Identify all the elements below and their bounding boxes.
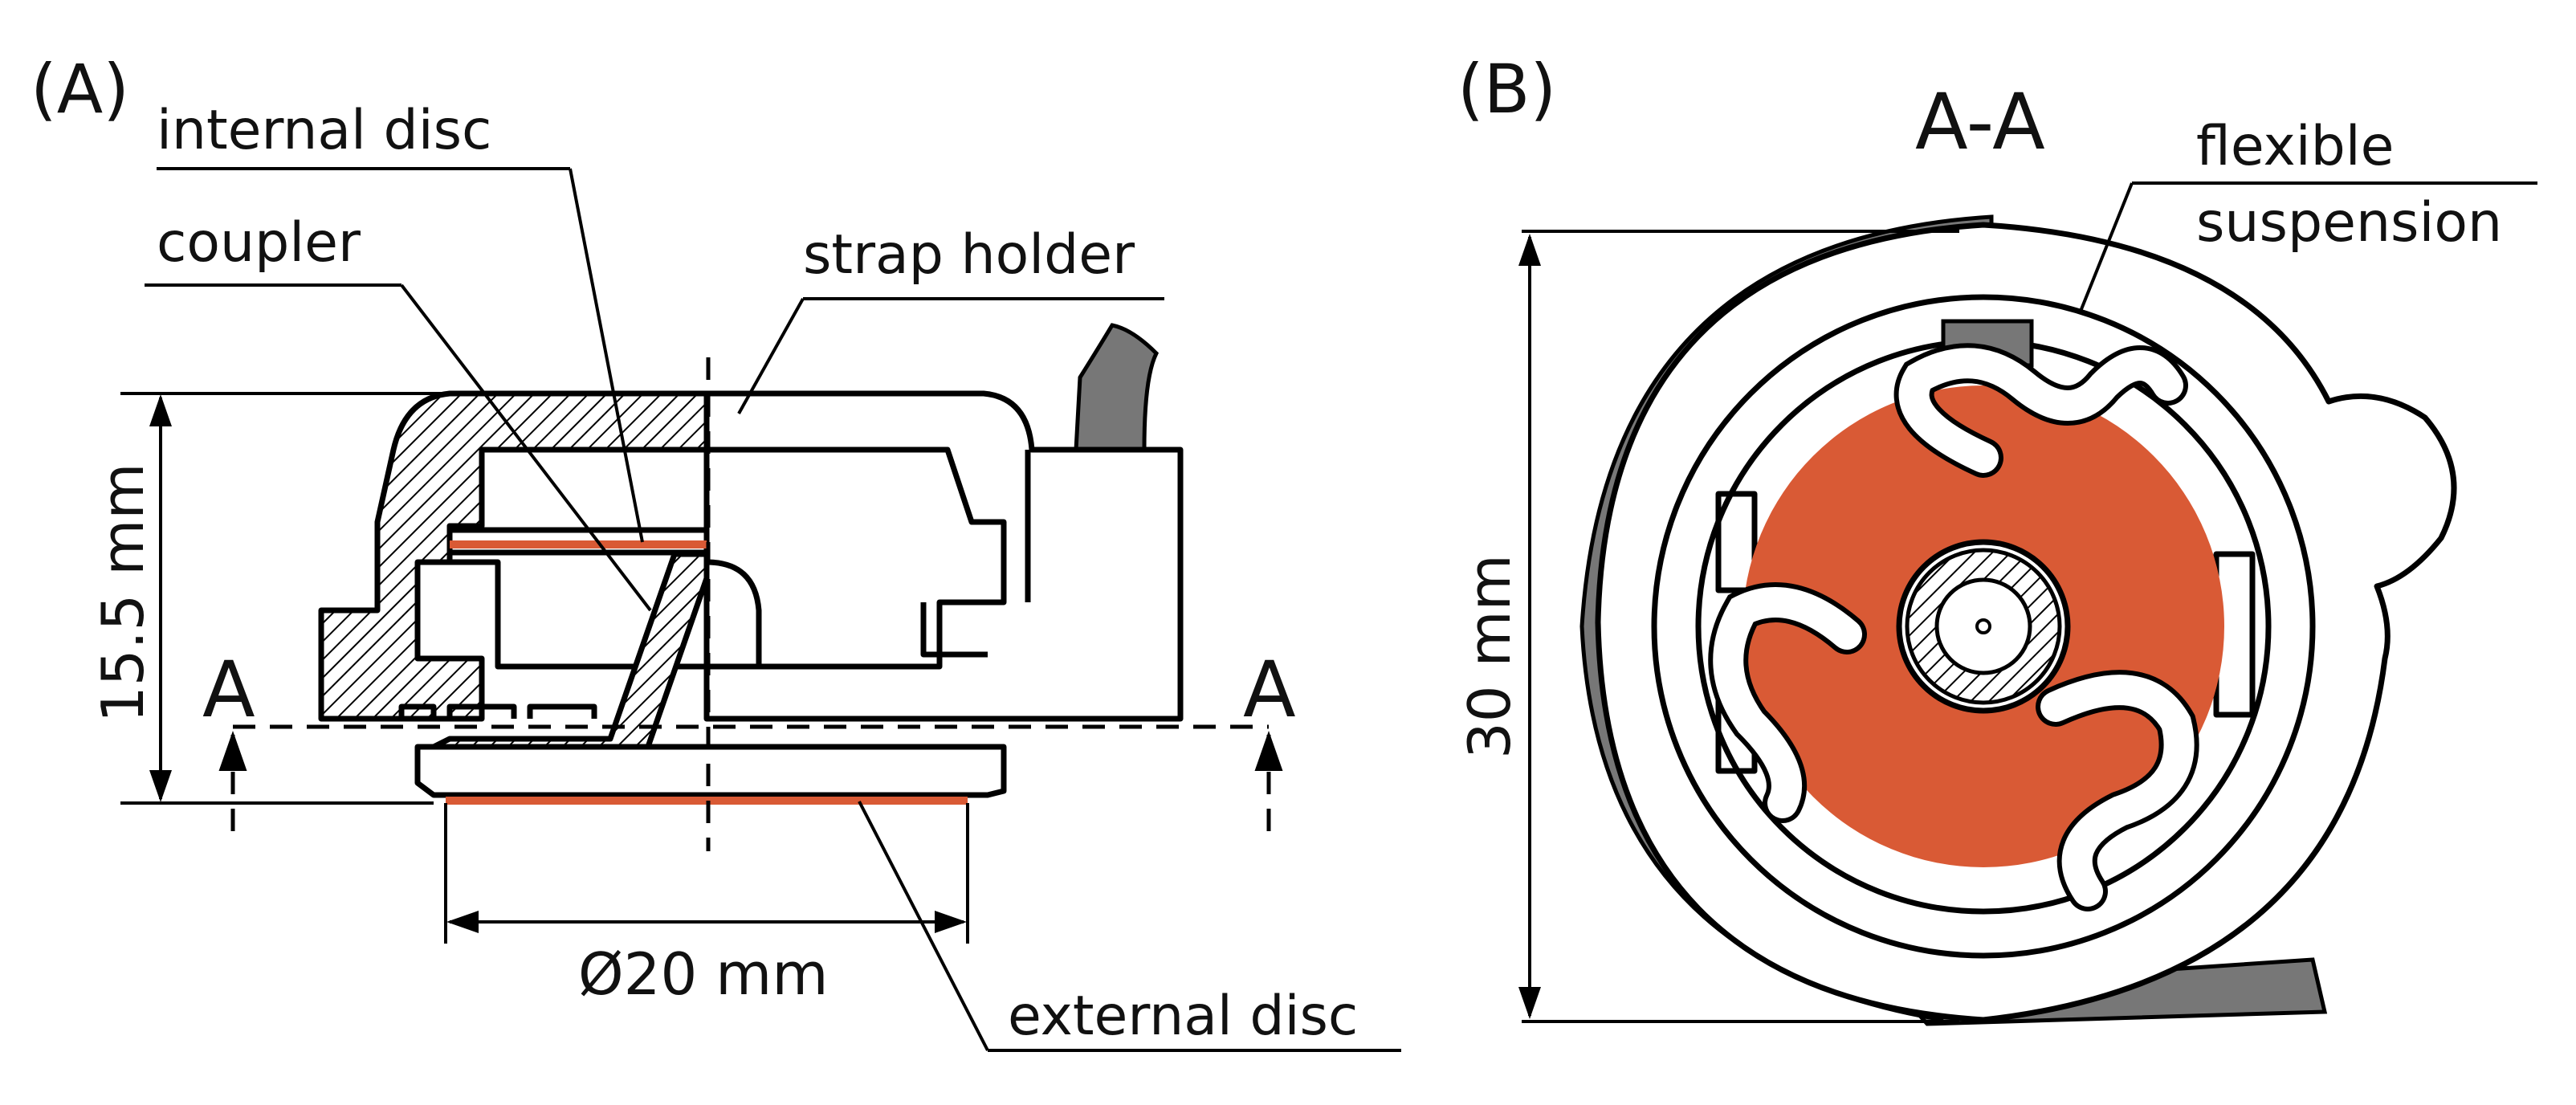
dia-dimension: 30 mm bbox=[1456, 554, 1523, 759]
panel-a: (A) A A 15.5 bbox=[31, 50, 1401, 1052]
label-internal-disc: internal disc bbox=[157, 99, 491, 162]
tab-left-top bbox=[1715, 491, 1758, 593]
strap-holder-body bbox=[703, 390, 1184, 722]
external-disc-body bbox=[414, 744, 1007, 798]
hub-centre bbox=[1975, 618, 1991, 634]
suspension-arm-left bbox=[1713, 587, 1862, 818]
panel-b-tag: (B) bbox=[1457, 50, 1556, 128]
label-external-disc: external disc bbox=[1008, 985, 1358, 1048]
ring-outer bbox=[1651, 294, 2316, 959]
section-marker-left: A bbox=[202, 645, 255, 735]
strap-holder-step bbox=[920, 602, 988, 658]
label-suspension: suspension bbox=[2196, 191, 2502, 255]
panel-a-tag: (A) bbox=[31, 50, 129, 128]
suspension-arm-top bbox=[1898, 348, 2183, 473]
label-strap-holder: strap holder bbox=[803, 223, 1135, 287]
suspension-arm-right bbox=[2040, 675, 2195, 907]
leader-flexible bbox=[2078, 182, 2134, 314]
bottom-studs bbox=[398, 703, 597, 719]
section-title: A-A bbox=[1915, 77, 2045, 167]
label-coupler: coupler bbox=[157, 211, 361, 275]
height-dimension: 15.5 mm bbox=[89, 463, 157, 723]
leader-internal-disc bbox=[569, 168, 644, 543]
leader-coupler bbox=[400, 283, 652, 612]
leader-external-disc bbox=[858, 801, 989, 1051]
leader-strap-holder bbox=[737, 298, 805, 414]
internal-disc-outline bbox=[450, 527, 707, 556]
diameter-dimension: Ø20 mm bbox=[578, 940, 828, 1008]
label-flexible: flexible bbox=[2196, 115, 2395, 178]
coupler-right-curve bbox=[706, 559, 762, 667]
strap-stub bbox=[1074, 323, 1160, 452]
section-marker-right: A bbox=[1243, 645, 1296, 735]
internal-disc bbox=[450, 540, 707, 548]
panel-b: (B) A-A 30 mm bbox=[1456, 50, 2537, 1026]
